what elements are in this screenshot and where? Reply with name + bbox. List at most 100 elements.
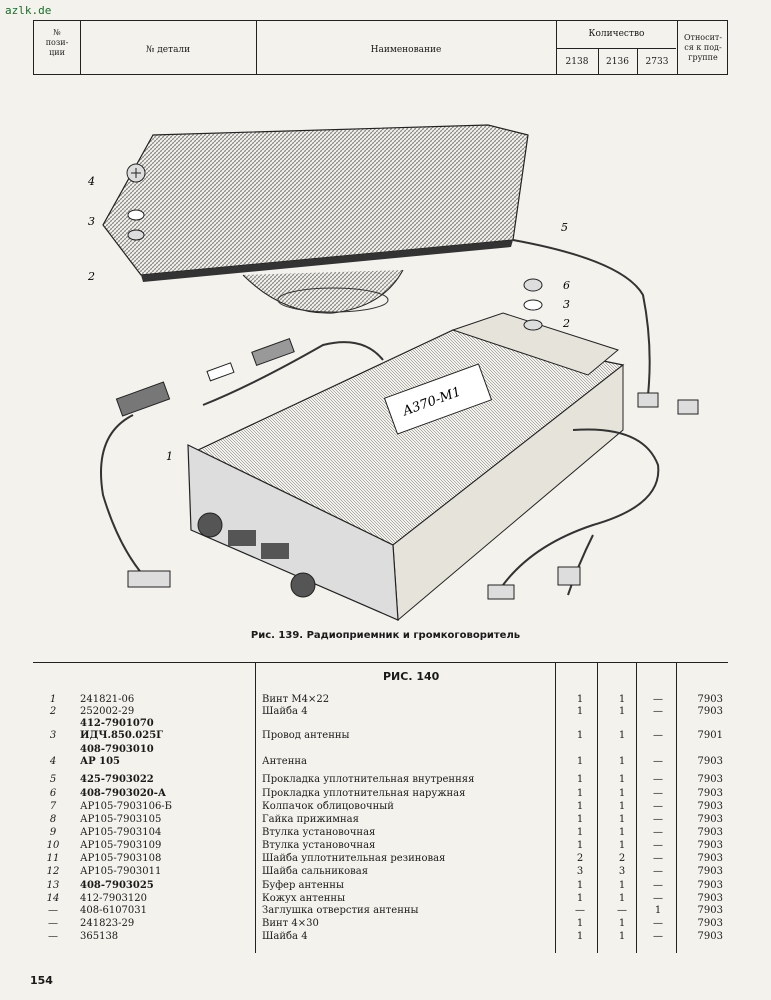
- header-pos: № пози- ции: [45, 28, 69, 57]
- figure-caption: Рис. 139. Радиоприемник и громкоговорите…: [250, 630, 521, 641]
- cell-name: Втулка установочная: [262, 827, 376, 838]
- cell-num: 365138: [80, 931, 119, 942]
- cell-name: Прокладка уплотнительная внутренняя: [262, 774, 475, 785]
- cell-q3: —: [653, 893, 663, 904]
- cell-num: 252002-29: [80, 706, 135, 717]
- cell-pos: —: [48, 918, 58, 929]
- cell-q2: —: [617, 905, 627, 916]
- cell-name: Прокладка уплотнительная наружная: [262, 788, 466, 799]
- screw-set-left: [126, 163, 146, 241]
- cell-grp: 7903: [697, 853, 723, 864]
- cell-q2: 1: [618, 774, 626, 785]
- table-row: 412-7901070: [33, 717, 728, 730]
- site-watermark: azlk.de: [5, 4, 52, 17]
- cell-q2: 3: [618, 866, 626, 877]
- cell-q3: —: [653, 853, 663, 864]
- cell-num: 412-7901070: [80, 718, 154, 729]
- cell-q2: 1: [618, 801, 626, 812]
- cell-num: ИДЧ.850.025Г: [80, 730, 164, 741]
- cell-num: 408-7903010: [80, 744, 154, 755]
- cell-pos: 11: [46, 853, 60, 864]
- cell-q3: —: [653, 866, 663, 877]
- cell-grp: 7903: [697, 706, 723, 717]
- cell-grp: 7901: [697, 730, 723, 741]
- callout-5: 5: [561, 221, 568, 234]
- cell-num: АР105-7903104: [80, 827, 162, 838]
- cell-num: 412-7903120: [80, 893, 148, 904]
- cell-grp: 7903: [697, 827, 723, 838]
- header-group: Относит- ся к под- группе: [683, 33, 723, 62]
- cell-pos: 12: [46, 866, 60, 877]
- cell-name: Шайба уплотнительная резиновая: [262, 853, 446, 864]
- cell-q1: 1: [576, 706, 584, 717]
- cell-q1: 1: [576, 918, 584, 929]
- cell-pos: 6: [49, 788, 57, 799]
- cell-q3: —: [653, 801, 663, 812]
- cell-grp: 7903: [697, 840, 723, 851]
- cell-q3: —: [653, 730, 663, 741]
- cell-name: Шайба 4: [262, 706, 308, 717]
- cell-q2: 1: [618, 730, 626, 741]
- cell-q2: 1: [618, 840, 626, 851]
- cell-name: Провод антенны: [262, 730, 350, 741]
- cell-q1: 2: [576, 853, 584, 864]
- cell-q1: 1: [576, 801, 584, 812]
- cell-q1: 1: [576, 931, 584, 942]
- cell-q3: —: [653, 774, 663, 785]
- cell-pos: 14: [46, 893, 60, 904]
- cell-q1: 1: [576, 840, 584, 851]
- cell-num: АР 105: [80, 756, 121, 767]
- cell-q1: 1: [576, 694, 584, 705]
- cell-name: Шайба сальниковая: [262, 866, 369, 877]
- cell-q2: 1: [618, 694, 626, 705]
- cables: [100, 239, 660, 596]
- cell-q2: 1: [618, 893, 626, 904]
- cell-num: 408-6107031: [80, 905, 148, 916]
- header-q1: 2138: [565, 57, 589, 67]
- cell-q3: —: [653, 918, 663, 929]
- cell-q1: 1: [576, 893, 584, 904]
- cell-grp: 7903: [697, 774, 723, 785]
- cell-pos: 13: [46, 880, 60, 891]
- header-part-no: № детали: [145, 45, 191, 55]
- cell-pos: 3: [49, 730, 57, 741]
- header-q2: 2136: [606, 57, 629, 67]
- cell-q3: —: [653, 931, 663, 942]
- callout-6: 6: [563, 279, 570, 292]
- cell-num: АР105-7903106-Б: [80, 801, 173, 812]
- cell-q3: —: [653, 814, 663, 825]
- cell-num: 408-7903025: [80, 880, 154, 891]
- callout-3b: 3: [563, 298, 570, 311]
- cell-q1: 1: [576, 756, 584, 767]
- cell-num: АР105-7903108: [80, 853, 162, 864]
- cell-name: Кожух антенны: [262, 893, 346, 904]
- cell-num: АР105-7903011: [80, 866, 162, 877]
- cell-pos: 9: [49, 827, 57, 838]
- cell-pos: 7: [49, 801, 57, 812]
- exploded-drawing: 4 3 2 5 6 3 2 1 А370-М1: [87, 124, 699, 622]
- radio-receiver: [187, 312, 625, 622]
- cell-num: 241821-06: [80, 694, 135, 705]
- cell-num: АР105-7903105: [80, 814, 162, 825]
- cell-q3: —: [653, 788, 663, 799]
- cell-q3: —: [653, 880, 663, 891]
- cell-num: 425-7903022: [80, 774, 154, 785]
- cell-pos: —: [48, 905, 58, 916]
- cell-name: Буфер антенны: [262, 880, 344, 891]
- cell-pos: 4: [49, 756, 57, 767]
- cell-q3: —: [653, 827, 663, 838]
- cell-q2: 1: [618, 827, 626, 838]
- cell-pos: 8: [49, 814, 57, 825]
- cell-num: АР105-7903109: [80, 840, 162, 851]
- cell-name: Винт 4×30: [262, 918, 319, 929]
- cell-name: Винт М4×22: [262, 694, 330, 705]
- table-row: 11 АР105-7903108 Шайба уплотнительная рези…: [33, 852, 728, 865]
